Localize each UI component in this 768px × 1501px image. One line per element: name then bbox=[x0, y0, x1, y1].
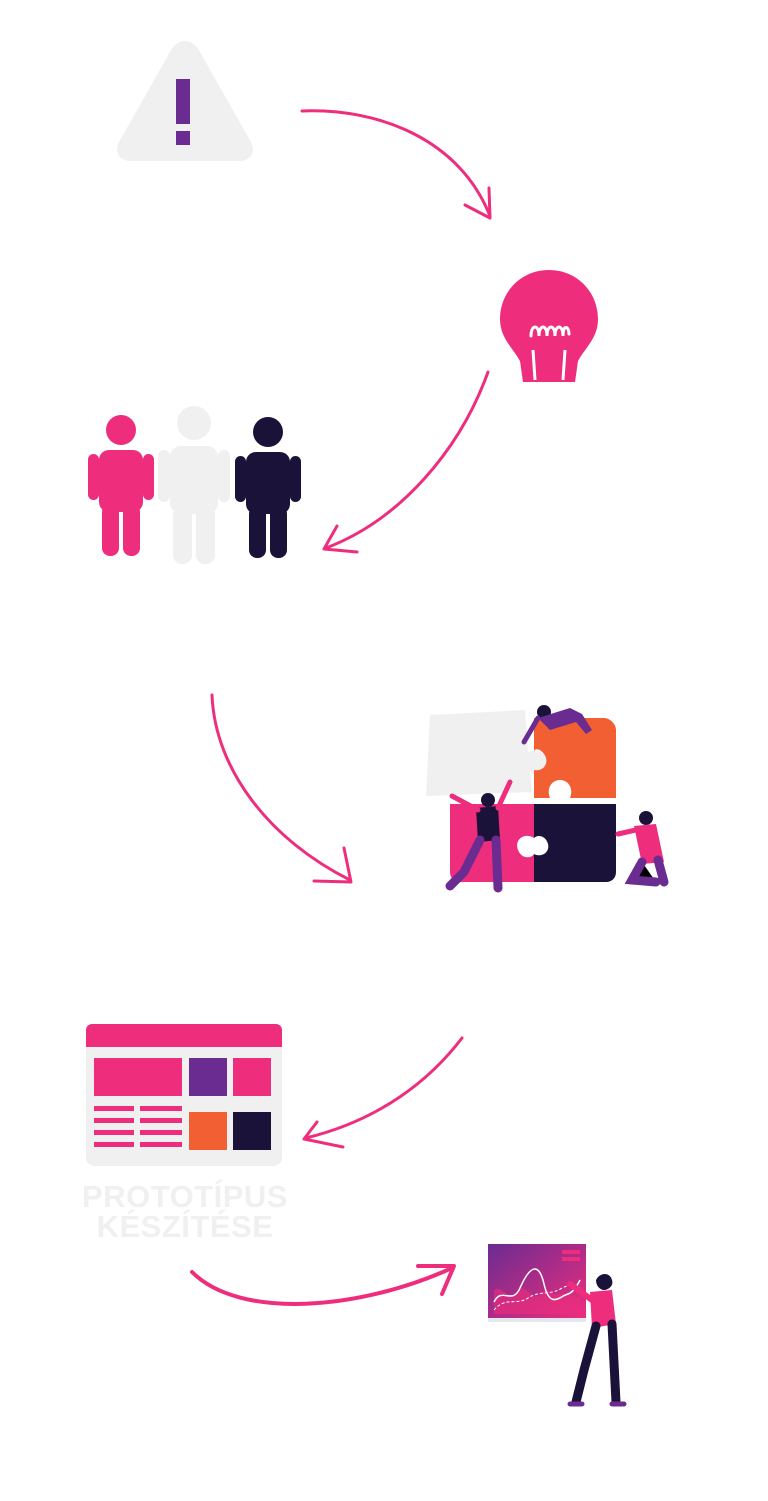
team-icon bbox=[88, 406, 301, 564]
person-gray-icon bbox=[158, 406, 230, 564]
warning-icon bbox=[117, 41, 253, 161]
caption-line-1: PROTOTÍPUS bbox=[82, 1179, 288, 1214]
person-pink-icon bbox=[88, 415, 154, 556]
caption-line-2: KÉSZÍTÉSE bbox=[96, 1209, 274, 1244]
lightbulb-icon bbox=[500, 270, 598, 382]
prototype-layout-icon bbox=[86, 1024, 282, 1166]
presentation-icon bbox=[488, 1244, 627, 1407]
prototype-caption: PROTOTÍPUS KÉSZÍTÉSE bbox=[70, 1179, 300, 1244]
person-navy-icon bbox=[235, 417, 301, 558]
puzzle-teamwork-icon bbox=[426, 705, 669, 893]
